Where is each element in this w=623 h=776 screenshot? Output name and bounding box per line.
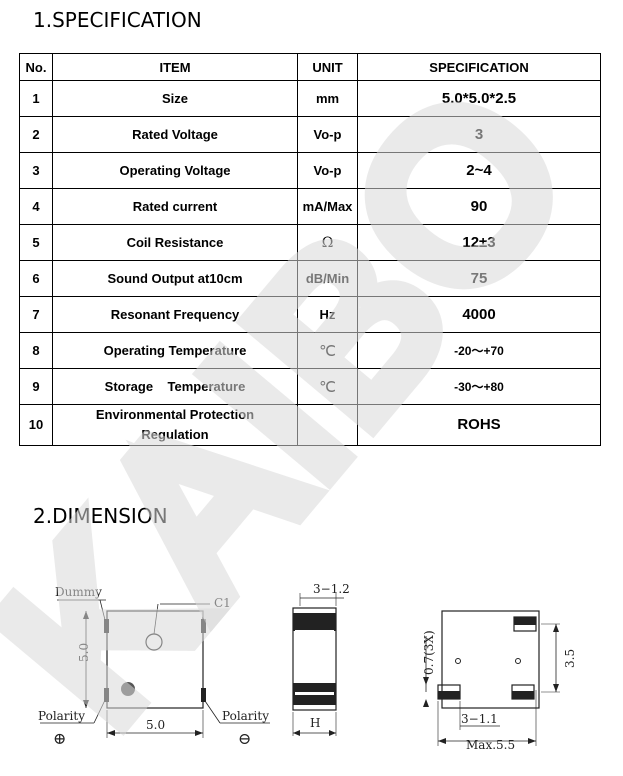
pad-polarity-left	[104, 688, 109, 702]
cell-spec: -20～+70	[357, 332, 601, 369]
label-bottom-pad: 3−1.1	[461, 712, 498, 726]
cell-spec: 12±3	[357, 224, 601, 261]
label-bottom-left: 0.7(3X)	[422, 630, 436, 675]
cell-unit: ℃	[297, 332, 358, 369]
cell-spec: ROHS	[357, 404, 601, 446]
label-bottom-max: Max.5.5	[466, 738, 515, 752]
dimension-drawing: Dummy C1 5.0 5.0 Polarity Polarity ⊕ ⊖ 3…	[38, 582, 577, 752]
cell-unit: Hz	[297, 296, 358, 333]
pad-polarity-right	[201, 688, 206, 702]
header-specification: SPECIFICATION	[357, 53, 601, 81]
cell-spec: 4000	[357, 296, 601, 333]
label-side-h: H	[310, 716, 320, 730]
label-c1: C1	[214, 596, 231, 610]
cell-unit: Vo-p	[297, 152, 358, 189]
specification-table: No. ITEM UNIT SPECIFICATION 1 Size mm 5.…	[19, 53, 601, 446]
minus-icon: ⊖	[238, 729, 251, 748]
top-view-body	[106, 610, 204, 709]
table-row: 2 Rated Voltage Vo-p 3	[19, 116, 601, 153]
table-row: 1 Size mm 5.0*5.0*2.5	[19, 80, 601, 117]
cell-spec: 75	[357, 260, 601, 297]
cell-no: 4	[19, 188, 53, 225]
cell-unit: ℃	[297, 368, 358, 405]
label-width: 5.0	[146, 718, 165, 732]
cell-unit	[297, 404, 358, 446]
cell-unit: dB/Min	[297, 260, 358, 297]
table-row: 7 Resonant Frequency Hz 4000	[19, 296, 601, 333]
cell-item: Size	[52, 80, 298, 117]
marker-dot-icon	[455, 658, 461, 664]
cell-item: Environmental Protection Regulation	[52, 404, 298, 446]
cell-no: 3	[19, 152, 53, 189]
cell-item: Coil Resistance	[52, 224, 298, 261]
sound-hole-icon	[145, 633, 163, 651]
label-dummy: Dummy	[55, 585, 102, 599]
cell-item: Operating Voltage	[52, 152, 298, 189]
cell-item: Sound Output at10cm	[52, 260, 298, 297]
section-title-specification: 1.SPECIFICATION	[33, 8, 202, 32]
label-polarity-left: Polarity	[38, 709, 85, 723]
cell-no: 6	[19, 260, 53, 297]
cell-no: 7	[19, 296, 53, 333]
bottom-view-body	[441, 610, 540, 709]
pad-right-top	[201, 619, 206, 633]
cell-unit: mm	[297, 80, 358, 117]
table-row: 10 Environmental Protection Regulation R…	[19, 404, 601, 446]
plus-icon: ⊕	[53, 729, 66, 748]
cell-unit: mA/Max	[297, 188, 358, 225]
cell-no: 9	[19, 368, 53, 405]
label-bottom-right: 3.5	[563, 649, 577, 668]
cell-spec: 2~4	[357, 152, 601, 189]
header-unit: UNIT	[297, 53, 358, 81]
cell-no: 8	[19, 332, 53, 369]
header-no: No.	[19, 53, 53, 81]
cell-item: Resonant Frequency	[52, 296, 298, 333]
table-row: 4 Rated current mA/Max 90	[19, 188, 601, 225]
cell-unit: Vo-p	[297, 116, 358, 153]
side-view-body	[292, 607, 337, 711]
label-height: 5.0	[77, 643, 91, 662]
cell-no: 2	[19, 116, 53, 153]
label-polarity-right: Polarity	[222, 709, 269, 723]
table-row: 3 Operating Voltage Vo-p 2~4	[19, 152, 601, 189]
table-row: 5 Coil Resistance Ω 12±3	[19, 224, 601, 261]
cell-item: Rated Voltage	[52, 116, 298, 153]
table-header-row: No. ITEM UNIT SPECIFICATION	[19, 53, 601, 81]
side-view: 3−1.2 H	[292, 582, 350, 736]
table-row: 8 Operating Temperature ℃ -20～+70	[19, 332, 601, 369]
label-side-top: 3−1.2	[313, 582, 350, 596]
header-item: ITEM	[52, 53, 298, 81]
top-view: Dummy C1 5.0 5.0 Polarity Polarity ⊕ ⊖	[38, 585, 270, 748]
cell-no: 1	[19, 80, 53, 117]
bottom-view: 0.7(3X) 3.5 3−1.1 Max.5.5	[422, 610, 577, 752]
cell-no: 10	[19, 404, 53, 446]
pad-dummy	[104, 619, 109, 633]
cell-item: Storage Temperature	[52, 368, 298, 405]
cell-item: Rated current	[52, 188, 298, 225]
polarity-dot-icon	[121, 682, 135, 696]
cell-item: Operating Temperature	[52, 332, 298, 369]
cell-spec: 90	[357, 188, 601, 225]
cell-no: 5	[19, 224, 53, 261]
cell-spec: 5.0*5.0*2.5	[357, 80, 601, 117]
table-row: 6 Sound Output at10cm dB/Min 75	[19, 260, 601, 297]
cell-unit: Ω	[297, 224, 358, 261]
cell-spec: -30～+80	[357, 368, 601, 405]
marker-dot-icon	[515, 658, 521, 664]
cell-spec: 3	[357, 116, 601, 153]
table-row: 9 Storage Temperature ℃ -30～+80	[19, 368, 601, 405]
side-pad-top	[293, 613, 336, 631]
section-title-dimension: 2.DIMENSION	[33, 504, 168, 528]
